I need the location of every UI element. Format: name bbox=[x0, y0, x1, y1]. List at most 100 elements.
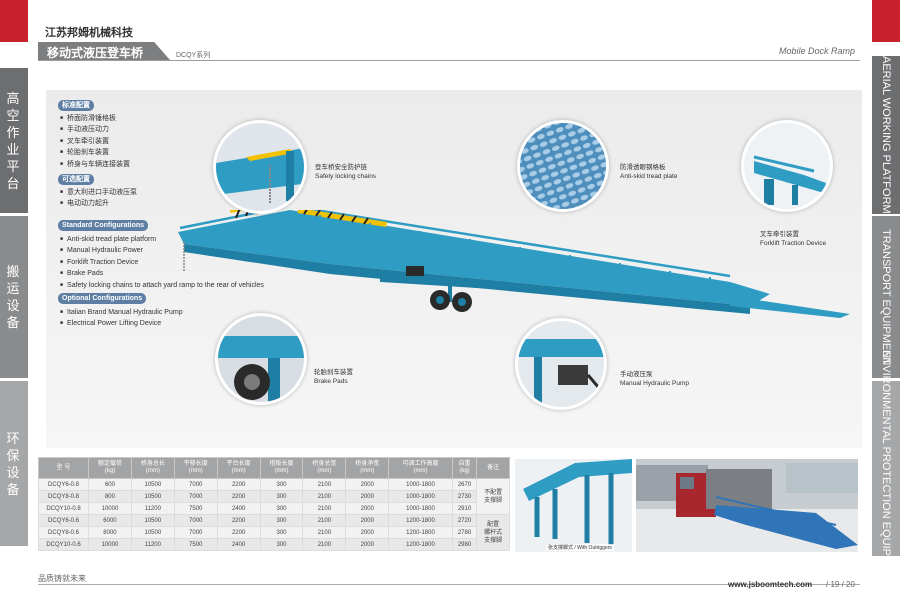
safety-chains-label: 登车桥安全防护链 Safety locking chains bbox=[315, 163, 376, 181]
footer-divider bbox=[38, 584, 860, 585]
feature-en: Forklift Traction Device bbox=[760, 240, 827, 247]
safety-chains-detail-image bbox=[213, 120, 307, 214]
series-label: DCQY系列 bbox=[176, 52, 211, 59]
table-cell: 300 bbox=[259, 526, 304, 539]
table-cell: 8000 bbox=[88, 526, 132, 539]
table-cell: 10500 bbox=[130, 514, 175, 527]
table-cell: DCQY8-0.8 bbox=[38, 490, 89, 503]
table-cell: 1000-1800 bbox=[388, 478, 453, 491]
table-cell: 800 bbox=[88, 490, 132, 503]
table-cell: 2910 bbox=[451, 502, 478, 515]
tread-plate-label: 防滑透眼钢格板 Anti-skid tread plate bbox=[620, 163, 677, 181]
table-cell: 2200 bbox=[216, 526, 261, 539]
standard-config-cn-list: 桥面防滑锤格板 手动液压动力 叉车牵引装置 轮胎刹车装置 桥身与车辆连接装置 bbox=[60, 113, 130, 170]
tab-aerial-working-platform-en[interactable]: AERIAL WORKING PLATFORM bbox=[872, 56, 900, 214]
table-cell: 2200 bbox=[216, 514, 261, 527]
table-cell: 2200 bbox=[216, 478, 261, 491]
standard-config-en-heading: Standard Configurations bbox=[58, 220, 149, 231]
table-cell: 10000 bbox=[88, 538, 132, 551]
optional-config-cn-heading: 可选配置 bbox=[58, 174, 94, 185]
standard-config-en-list: Anti-skid tread plate platform Manual Hy… bbox=[60, 234, 264, 291]
table-cell: 600 bbox=[88, 478, 132, 491]
table-cell: DCQY10-0.6 bbox=[38, 538, 89, 551]
tab-label: ENVIRONMENTAL PROTECTION EQUIPMENT bbox=[880, 349, 892, 588]
list-item: 手动液压动力 bbox=[60, 124, 130, 135]
table-cell: 2980 bbox=[451, 538, 478, 551]
tab-aerial-working-platform-cn[interactable]: 高 空 作 业 平 台 bbox=[0, 68, 28, 213]
column-header: 桥身净宽 (mm) bbox=[345, 457, 390, 479]
feature-cn: 轮胎刹车装置 bbox=[314, 369, 353, 376]
tab-transport-equipment-en[interactable]: TRANSPORT EQUIPMENT bbox=[872, 216, 900, 378]
table-cell: 300 bbox=[259, 478, 304, 491]
tab-environmental-equipment-cn[interactable]: 环 保 设 备 bbox=[0, 381, 28, 546]
feature-en: Brake Pads bbox=[314, 378, 348, 385]
footer-slogan: 品质铸就未来 bbox=[38, 574, 86, 583]
table-cell: 300 bbox=[259, 490, 304, 503]
table-cell: 2200 bbox=[216, 490, 261, 503]
left-category-tabs: 高 空 作 业 平 台 搬 运 设 备 环 保 设 备 bbox=[0, 0, 28, 614]
list-item: 轮胎刹车装置 bbox=[60, 147, 130, 158]
column-header: 可调工作高度 (mm) bbox=[388, 457, 453, 479]
header-divider bbox=[38, 60, 860, 61]
list-item: Brake Pads bbox=[60, 268, 264, 279]
list-item: 意大利进口手动液压泵 bbox=[60, 187, 137, 198]
tab-label: TRANSPORT EQUIPMENT bbox=[880, 229, 892, 365]
table-cell: DCQY10-0.8 bbox=[38, 502, 89, 515]
forklift-traction-label: 叉车牵引装置 Forklift Traction Device bbox=[760, 230, 826, 248]
table-cell: DCQY6-0.8 bbox=[38, 478, 89, 491]
ramp-in-use-photo bbox=[636, 459, 858, 552]
table-cell: 2000 bbox=[345, 538, 390, 551]
website-link[interactable]: www.jsboomtech.com bbox=[728, 580, 813, 589]
feature-cn: 防滑透眼钢格板 bbox=[620, 164, 666, 171]
list-item: Italian Brand Manual Hydraulic Pump bbox=[60, 307, 183, 318]
table-cell: 11200 bbox=[130, 538, 175, 551]
table-cell: 2670 bbox=[451, 478, 478, 491]
table-cell: 300 bbox=[259, 502, 304, 515]
table-cell: 1000-1800 bbox=[388, 490, 453, 503]
column-header: 平移长度 (mm) bbox=[173, 457, 218, 479]
table-cell: 2100 bbox=[302, 478, 347, 491]
list-item: Electrical Power Lifting Device bbox=[60, 318, 183, 329]
table-cell: 2100 bbox=[302, 502, 347, 515]
tab-transport-equipment-cn[interactable]: 搬 运 设 备 bbox=[0, 216, 28, 378]
optional-config-cn-list: 意大利进口手动液压泵 电动动力起升 bbox=[60, 187, 137, 210]
list-item: Forklift Traction Device bbox=[60, 257, 264, 268]
table-header-row: 型 号 额定载荷 (kg) 桥身总长 (mm) 平移长度 (mm) 平台长度 (… bbox=[38, 457, 510, 479]
table-cell: DCQY6-0.6 bbox=[38, 514, 89, 527]
column-header: 桥身总长 (mm) bbox=[130, 457, 175, 479]
brake-pads-label: 轮胎刹车装置 Brake Pads bbox=[314, 368, 353, 386]
feature-en: Safety locking chains bbox=[315, 173, 377, 180]
tab-label: 搬 运 设 备 bbox=[6, 264, 22, 330]
table-cell: 10500 bbox=[130, 490, 175, 503]
forklift-traction-detail-image bbox=[741, 120, 833, 212]
page-number: / 19 / 20 bbox=[826, 580, 855, 589]
table-cell: 11200 bbox=[130, 502, 175, 515]
title-bar bbox=[38, 42, 170, 60]
table-cell: 1200-1800 bbox=[388, 526, 453, 539]
table-cell: 2100 bbox=[302, 526, 347, 539]
column-header: 桥身总宽 (mm) bbox=[302, 457, 347, 479]
feature-en: Anti-skid tread plate bbox=[620, 173, 678, 180]
spec-table: 型 号 额定载荷 (kg) 桥身总长 (mm) 平移长度 (mm) 平台长度 (… bbox=[38, 457, 510, 551]
outrigger-ramp-photo bbox=[515, 459, 632, 552]
right-category-tabs: AERIAL WORKING PLATFORM TRANSPORT EQUIPM… bbox=[872, 0, 900, 614]
list-item: Anti-skid tread plate platform bbox=[60, 234, 264, 245]
column-header: 型 号 bbox=[38, 457, 89, 479]
company-name: 江苏邦姆机械科技 bbox=[45, 27, 133, 39]
left-red-marker bbox=[0, 0, 28, 42]
table-cell: 7500 bbox=[173, 538, 218, 551]
table-cell: 10500 bbox=[130, 526, 175, 539]
table-cell: 1000-1800 bbox=[388, 502, 453, 515]
brake-pads-detail-image bbox=[215, 313, 307, 405]
table-cell: 10500 bbox=[130, 478, 175, 491]
outrigger-photo-caption: 张支撑脚式 / With Outriggers bbox=[546, 544, 614, 551]
feature-cn: 手动液压泵 bbox=[620, 371, 653, 378]
column-header: 额定载荷 (kg) bbox=[88, 457, 132, 479]
tab-environmental-equipment-en[interactable]: ENVIRONMENTAL PROTECTION EQUIPMENT bbox=[872, 350, 900, 587]
feature-cn: 登车桥安全防护链 bbox=[315, 164, 367, 171]
column-header: 搭板长度 (mm) bbox=[259, 457, 304, 479]
tab-label: AERIAL WORKING PLATFORM bbox=[880, 56, 892, 214]
